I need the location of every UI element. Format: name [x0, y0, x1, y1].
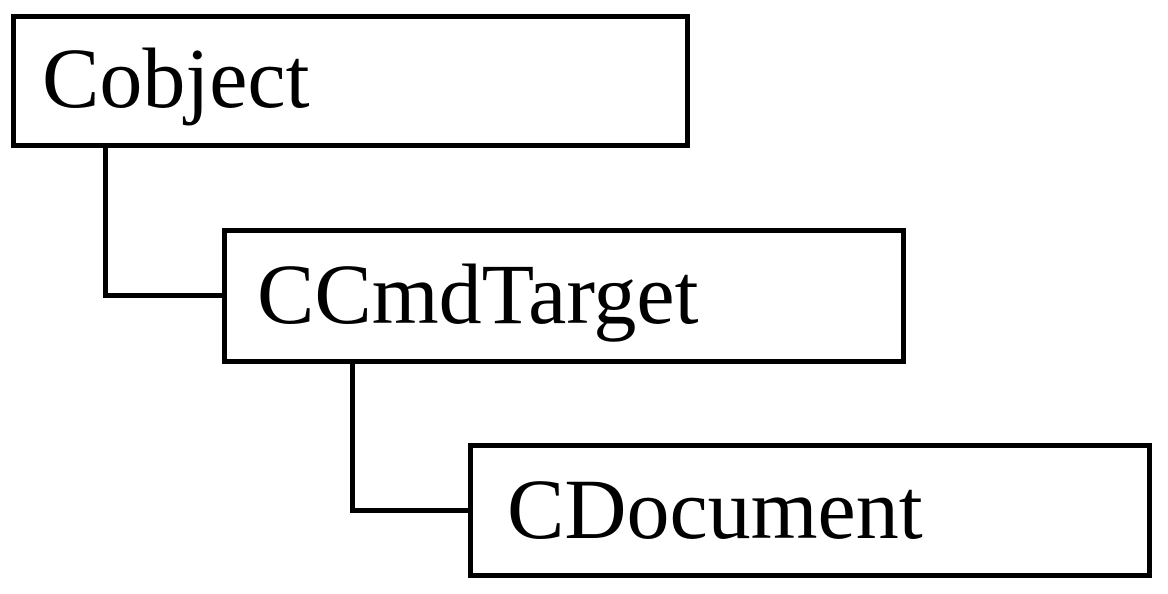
- class-node-label: Cobject: [42, 30, 310, 126]
- class-node-cobject[interactable]: Cobject: [11, 14, 690, 148]
- connector-ccmdtarget-cdocument-vertical: [350, 362, 355, 513]
- connector-cobject-ccmdtarget-vertical: [103, 146, 108, 298]
- class-node-ccmdtarget[interactable]: CCmdTarget: [222, 228, 906, 364]
- class-node-label: CCmdTarget: [257, 246, 699, 342]
- connector-ccmdtarget-cdocument-horizontal: [350, 508, 473, 513]
- class-node-label: CDocument: [507, 460, 923, 557]
- connector-cobject-ccmdtarget-horizontal: [103, 293, 227, 298]
- class-node-cdocument[interactable]: CDocument: [468, 443, 1152, 578]
